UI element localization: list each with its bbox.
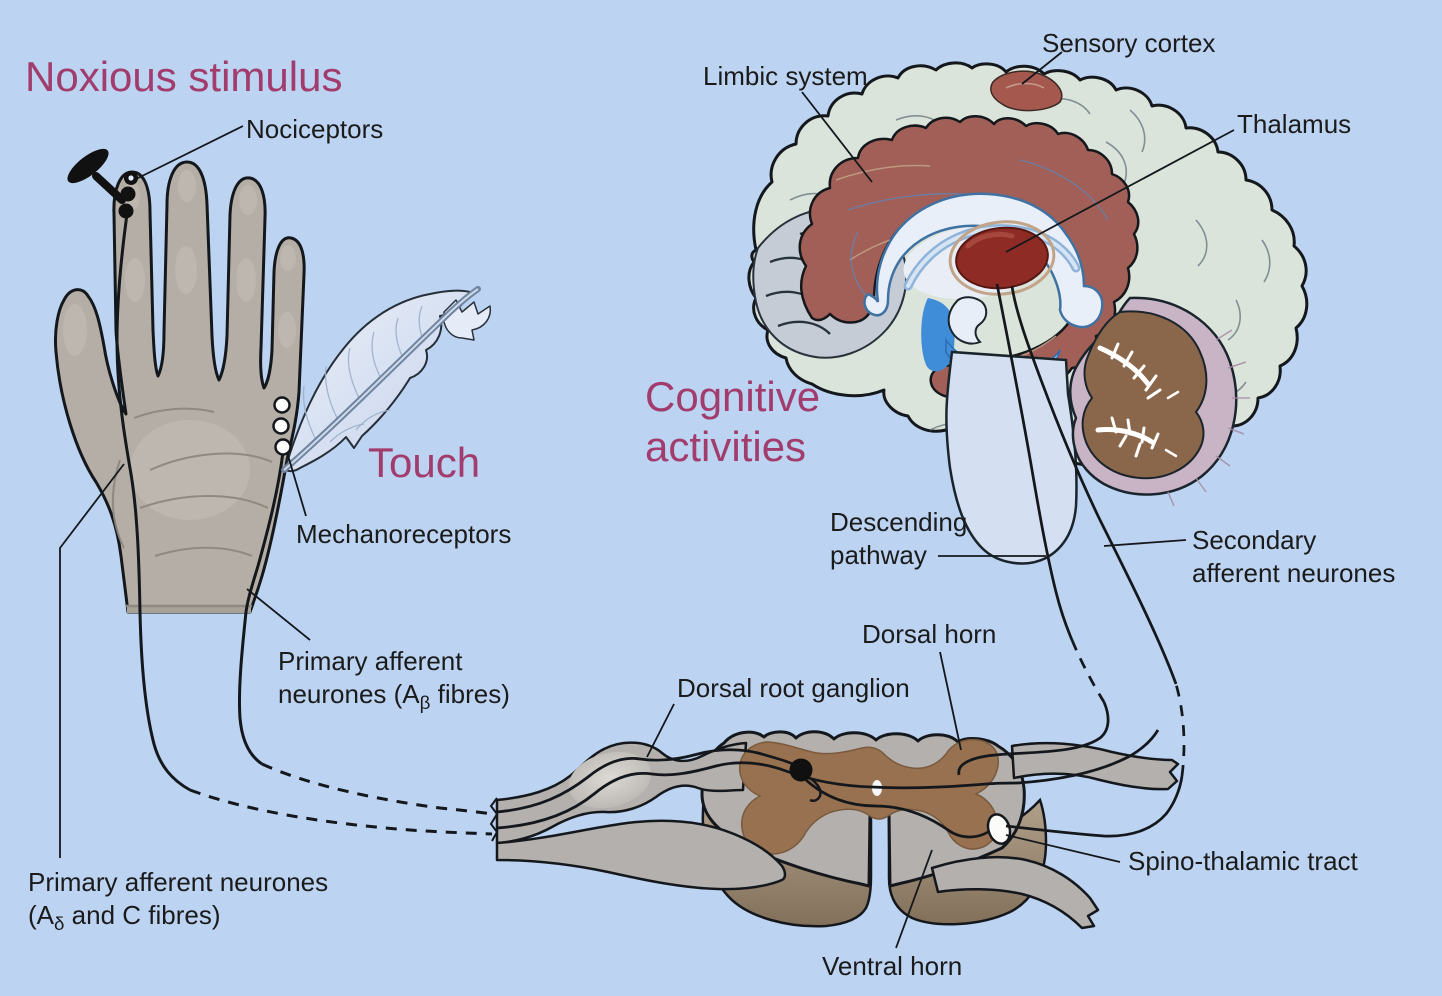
feather-icon xyxy=(281,286,492,473)
left-ventral-root xyxy=(495,819,787,891)
leader-lines xyxy=(59,51,1235,949)
sensory-cortex-patch xyxy=(990,70,1063,112)
label-nociceptors: Nociceptors xyxy=(246,114,384,144)
label-mechanoreceptors: Mechanoreceptors xyxy=(296,519,512,549)
label-descending-pathway: Descending pathway xyxy=(830,507,968,570)
label-noxious-stimulus: Noxious stimulus xyxy=(25,53,343,100)
leader-primary-ab xyxy=(246,588,311,641)
mechanoreceptor-dots xyxy=(272,396,292,456)
dashed-fibre-adc xyxy=(189,788,493,836)
secondary-afferent-line xyxy=(1005,775,1184,838)
leader-limbic xyxy=(801,91,873,183)
label-sensory-cortex: Sensory cortex xyxy=(1042,28,1216,58)
hand-shading xyxy=(63,170,296,520)
label-touch: Touch xyxy=(368,439,481,486)
nociceptor-dots xyxy=(118,171,138,219)
leader-thalamus xyxy=(1005,129,1235,253)
leader-ventral-horn xyxy=(895,849,933,949)
label-dorsal-horn: Dorsal horn xyxy=(862,619,997,649)
dorsal-root-ganglion-shape xyxy=(568,751,652,809)
cerebellum xyxy=(1069,296,1250,507)
dorsal-root xyxy=(489,741,748,845)
label-primary-afferent-adc: Primary afferent neurones (Aδ and C fibr… xyxy=(28,867,329,935)
descending-pathway-line xyxy=(995,283,1074,641)
leader-mechanoreceptors xyxy=(286,451,307,517)
hand-illustration xyxy=(54,160,306,614)
leader-sensory-cortex xyxy=(1021,51,1063,85)
afferent-lines-in-cord xyxy=(496,748,1019,839)
right-ventral-root xyxy=(930,855,1100,930)
label-secondary-afferent: Secondary afferent neurones xyxy=(1192,525,1396,588)
label-limbic-system: Limbic system xyxy=(703,61,868,91)
arbor-vitae xyxy=(1095,342,1180,458)
wrist-cut xyxy=(127,606,251,613)
corpus-callosum xyxy=(863,192,1104,329)
label-spino-thalamic-tract: Spino-thalamic tract xyxy=(1128,846,1358,876)
leader-drg xyxy=(646,703,675,758)
mechanoreceptor-fibre-line xyxy=(237,451,285,766)
label-primary-afferent-ab: Primary afferent neurones (Aβ fibres) xyxy=(278,646,510,714)
leader-primary-adc xyxy=(59,463,125,858)
pushpin-icon xyxy=(67,148,126,204)
label-dorsal-root-ganglion: Dorsal root ganglion xyxy=(677,673,910,703)
sheath-striations xyxy=(1167,329,1250,507)
cerebellum-folia xyxy=(1081,310,1208,480)
midbrain xyxy=(947,296,988,345)
primary-afferent-fibre-lines xyxy=(115,213,493,836)
thalamus-ring xyxy=(948,220,1056,296)
leader-nociceptors xyxy=(135,125,244,180)
neuron-cell-body xyxy=(789,758,813,782)
root-cut-edge xyxy=(489,797,499,842)
dorsal-column-line xyxy=(1017,729,1160,785)
brain-illustration xyxy=(747,61,1309,565)
label-thalamus: Thalamus xyxy=(1237,109,1352,139)
leader-spino-thalamic xyxy=(1005,834,1121,863)
leader-dorsal-horn xyxy=(939,651,962,751)
pathway-lines xyxy=(957,283,1186,838)
label-cognitive-activities: Cognitive activities xyxy=(645,373,821,470)
dashed-fibre-ab xyxy=(261,762,493,816)
label-ventral-horn: Ventral horn xyxy=(822,951,963,981)
spinal-cord-cross-section xyxy=(489,730,1180,930)
leader-secondary xyxy=(1103,539,1187,547)
palm-creases xyxy=(112,407,273,557)
nociceptor-fibre-line xyxy=(115,213,191,792)
